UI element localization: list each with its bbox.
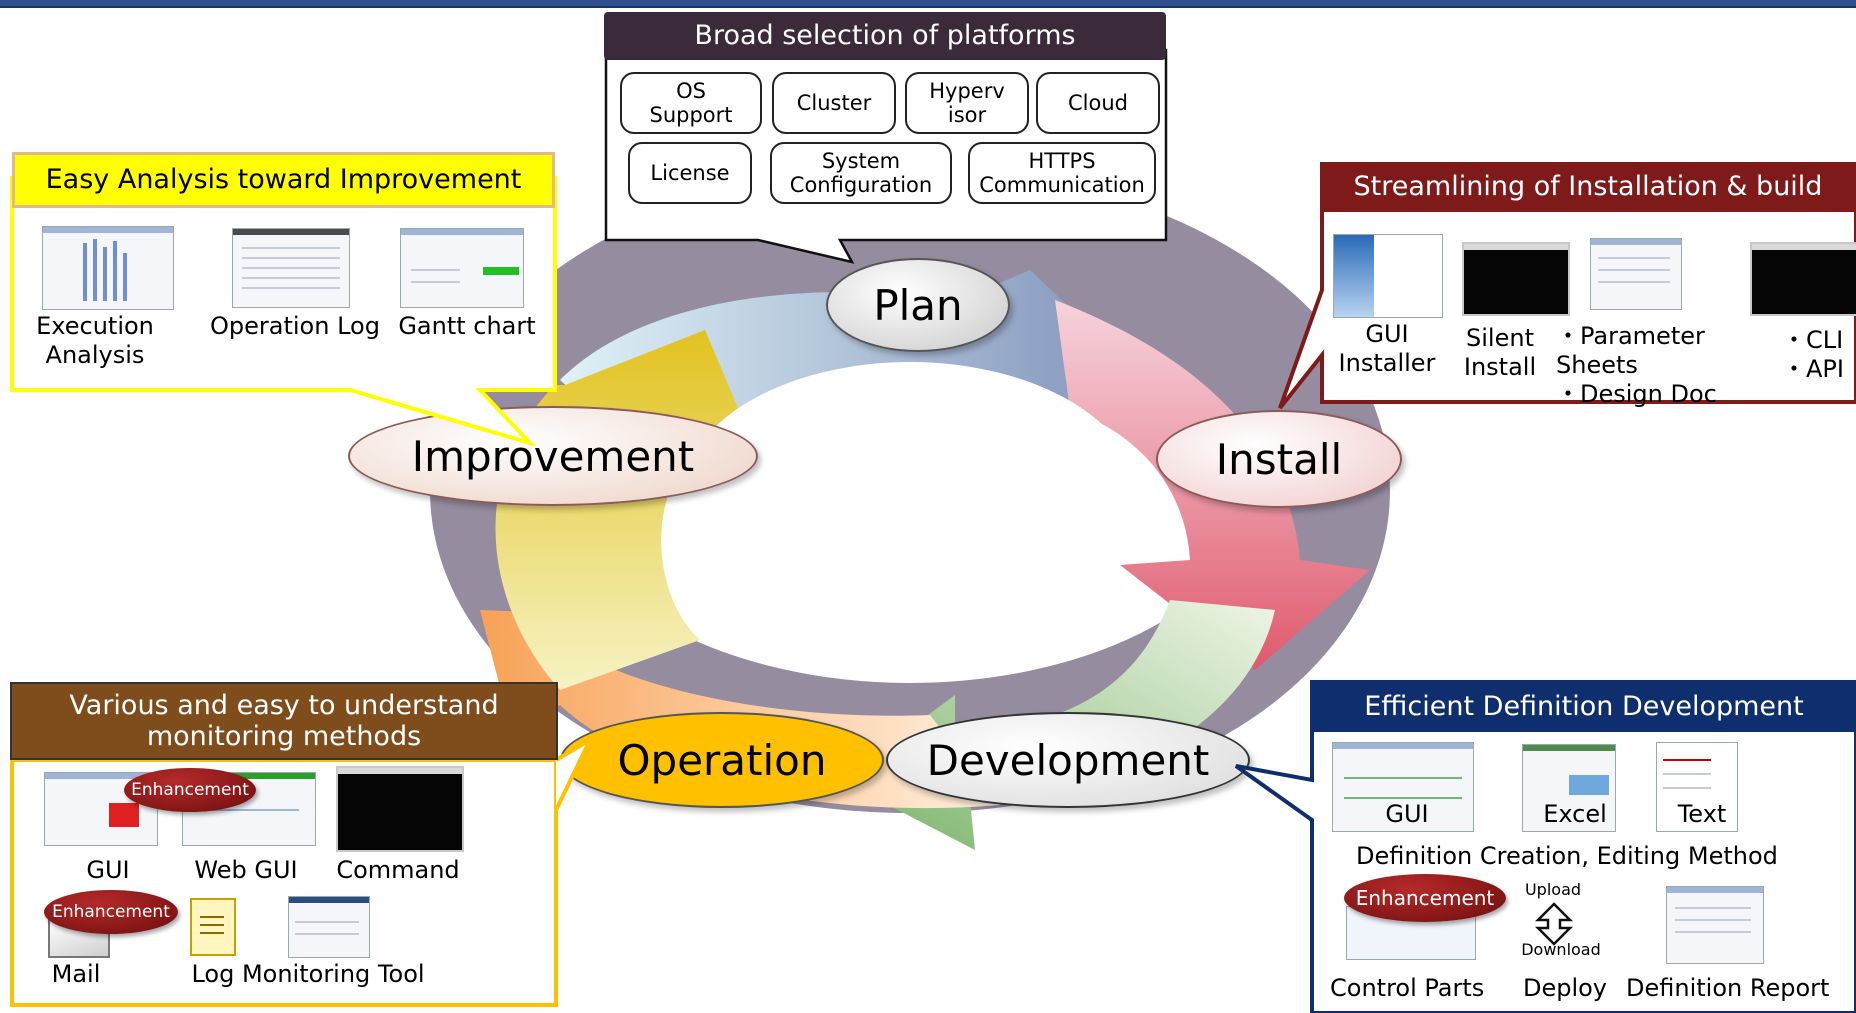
definition-gui-thumbnail: [1332, 742, 1474, 832]
definition-report-thumbnail: [1666, 886, 1764, 964]
execution-analysis-label: Execution Analysis: [36, 312, 154, 369]
top-banner-bar: [0, 0, 1856, 8]
download-label: Download: [1521, 940, 1601, 959]
platform-hypervisor-label: Hyperv isor: [929, 78, 1005, 127]
platform-cloud-label: Cloud: [1068, 90, 1128, 115]
definition-excel-label: Excel: [1543, 800, 1607, 828]
stage-plan-label: Plan: [873, 280, 963, 330]
parameter-sheets-thumbnail: [1590, 238, 1682, 310]
command-label: Command: [336, 856, 460, 884]
definition-caption: Definition Creation, Editing Method: [1356, 842, 1778, 870]
definition-title-text: Efficient Definition Development: [1364, 691, 1804, 723]
platform-license: License: [628, 142, 752, 204]
install-callout-title: Streamlining of Installation & build: [1320, 162, 1856, 212]
stage-development-label: Development: [926, 735, 1210, 785]
definition-report-label: Definition Report: [1626, 974, 1830, 1002]
gantt-chart-thumbnail: [400, 228, 524, 308]
cli-api-thumbnail: [1750, 242, 1856, 316]
log-monitoring-tool-label: Log Monitoring Tool: [191, 960, 425, 988]
parameter-sheets-label: ・Parameter Sheets ・Design Doc: [1556, 322, 1717, 408]
stage-install-label: Install: [1215, 434, 1343, 484]
upload-label: Upload: [1524, 880, 1582, 899]
monitoring-enhancement-badge-2-text: Enhancement: [52, 902, 170, 922]
stage-development: Development: [886, 712, 1250, 808]
gantt-chart-label: Gantt chart: [398, 312, 536, 340]
gui-installer-label: GUI Installer: [1338, 320, 1436, 377]
monitoring-enhancement-badge-2: Enhancement: [44, 890, 178, 934]
cycle-center-hole: [680, 362, 1140, 638]
mail-label: Mail: [51, 960, 101, 988]
cli-api-label: ・CLI ・API: [1782, 326, 1844, 383]
silent-install-thumbnail: [1462, 242, 1570, 316]
definition-text-thumbnail: [1656, 742, 1738, 832]
upload-download-arrow-icon: [1534, 902, 1574, 946]
platform-https-communication: HTTPS Communication: [968, 142, 1156, 204]
platform-cloud: Cloud: [1036, 72, 1160, 134]
web-gui-label: Web GUI: [194, 856, 298, 884]
command-thumbnail: [336, 766, 464, 852]
platform-cluster-label: Cluster: [796, 90, 872, 115]
operation-log-label: Operation Log: [210, 312, 380, 340]
monitoring-enhancement-badge-1: Enhancement: [124, 768, 256, 812]
platform-hypervisor: Hyperv isor: [905, 72, 1029, 134]
definition-enhancement-badge: Enhancement: [1344, 874, 1506, 922]
definition-gui-label: GUI: [1385, 800, 1429, 828]
platform-system-configuration-label: System Configuration: [789, 148, 933, 197]
monitoring-title: Various and easy to understand monitorin…: [10, 682, 558, 760]
platform-cluster: Cluster: [772, 72, 896, 134]
platform-https-communication-label: HTTPS Communication: [979, 148, 1145, 197]
definition-enhancement-badge-text: Enhancement: [1355, 886, 1495, 910]
stage-install: Install: [1156, 410, 1402, 508]
control-parts-label: Control Parts: [1330, 974, 1485, 1002]
install-callout-title-text: Streamlining of Installation & build: [1353, 171, 1823, 203]
monitoring-enhancement-badge-1-text: Enhancement: [131, 780, 249, 800]
platforms-title-text: Broad selection of platforms: [694, 20, 1076, 52]
silent-install-label: Silent Install: [1463, 324, 1537, 381]
platform-os-support: OS Support: [620, 72, 762, 134]
platform-system-configuration: System Configuration: [770, 142, 952, 204]
monitoring-title-text: Various and easy to understand monitorin…: [69, 689, 499, 752]
analysis-title: Easy Analysis toward Improvement: [12, 152, 555, 208]
execution-analysis-thumbnail: [42, 226, 174, 310]
stage-operation: Operation: [560, 712, 884, 808]
log-monitoring-tool-thumbnail: [288, 896, 370, 958]
definition-text-label: Text: [1677, 800, 1727, 828]
platforms-title: Broad selection of platforms: [604, 12, 1166, 60]
definition-title: Efficient Definition Development: [1312, 682, 1856, 732]
operation-log-thumbnail: [232, 228, 350, 308]
platform-os-support-label: OS Support: [649, 78, 733, 127]
definition-excel-thumbnail: [1522, 744, 1616, 832]
analysis-title-text: Easy Analysis toward Improvement: [45, 164, 522, 196]
stage-operation-label: Operation: [617, 735, 827, 785]
stage-improvement: Improvement: [348, 406, 758, 506]
stage-plan: Plan: [826, 258, 1010, 352]
deploy-label: Deploy: [1522, 974, 1608, 1002]
gui-monitor-label: GUI: [86, 856, 130, 884]
log-file-icon: [190, 898, 236, 956]
gui-installer-thumbnail: [1333, 234, 1443, 318]
stage-improvement-label: Improvement: [411, 431, 695, 481]
platform-license-label: License: [650, 160, 730, 185]
